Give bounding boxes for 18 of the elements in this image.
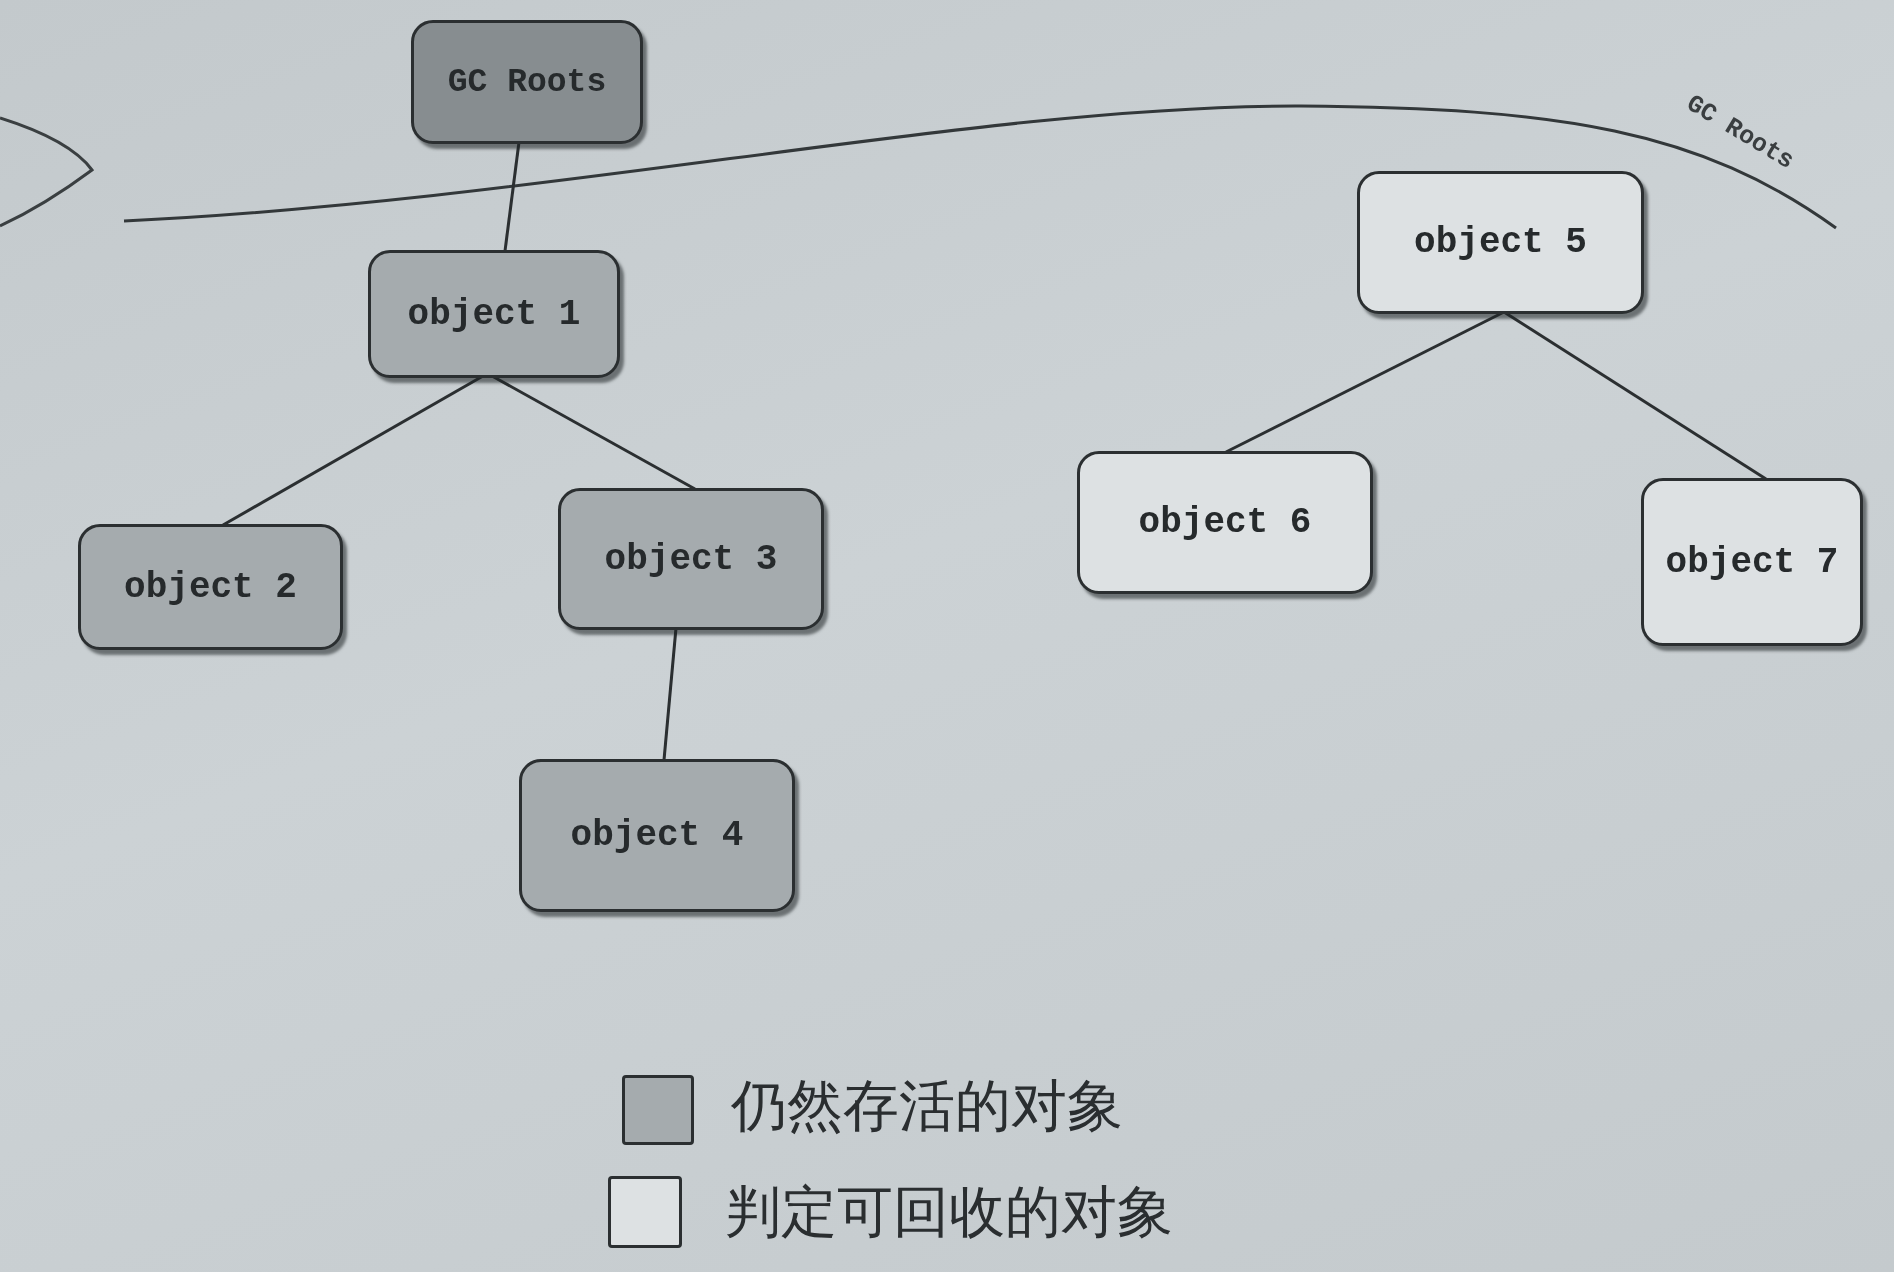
legend-label: 仍然存活的对象: [731, 1078, 1123, 1134]
node-label: GC Roots: [447, 63, 607, 101]
node-label: object 1: [407, 293, 581, 335]
node-label: object 6: [1138, 502, 1312, 543]
root-box: [411, 20, 643, 144]
object-box: [519, 759, 795, 912]
node-label: object 3: [604, 538, 778, 580]
node-label: object 5: [1414, 222, 1587, 263]
object-box: [368, 250, 620, 378]
node-label: object 4: [570, 815, 744, 856]
object-box: [1357, 171, 1644, 314]
object-box: [78, 524, 343, 650]
node-label: object 7: [1665, 541, 1839, 583]
legend-label: 判定可回收的对象: [725, 1184, 1173, 1240]
object-box: [1641, 478, 1863, 646]
object-box: [558, 488, 824, 630]
object-box: [1077, 451, 1373, 594]
node-label: object 2: [124, 566, 297, 608]
